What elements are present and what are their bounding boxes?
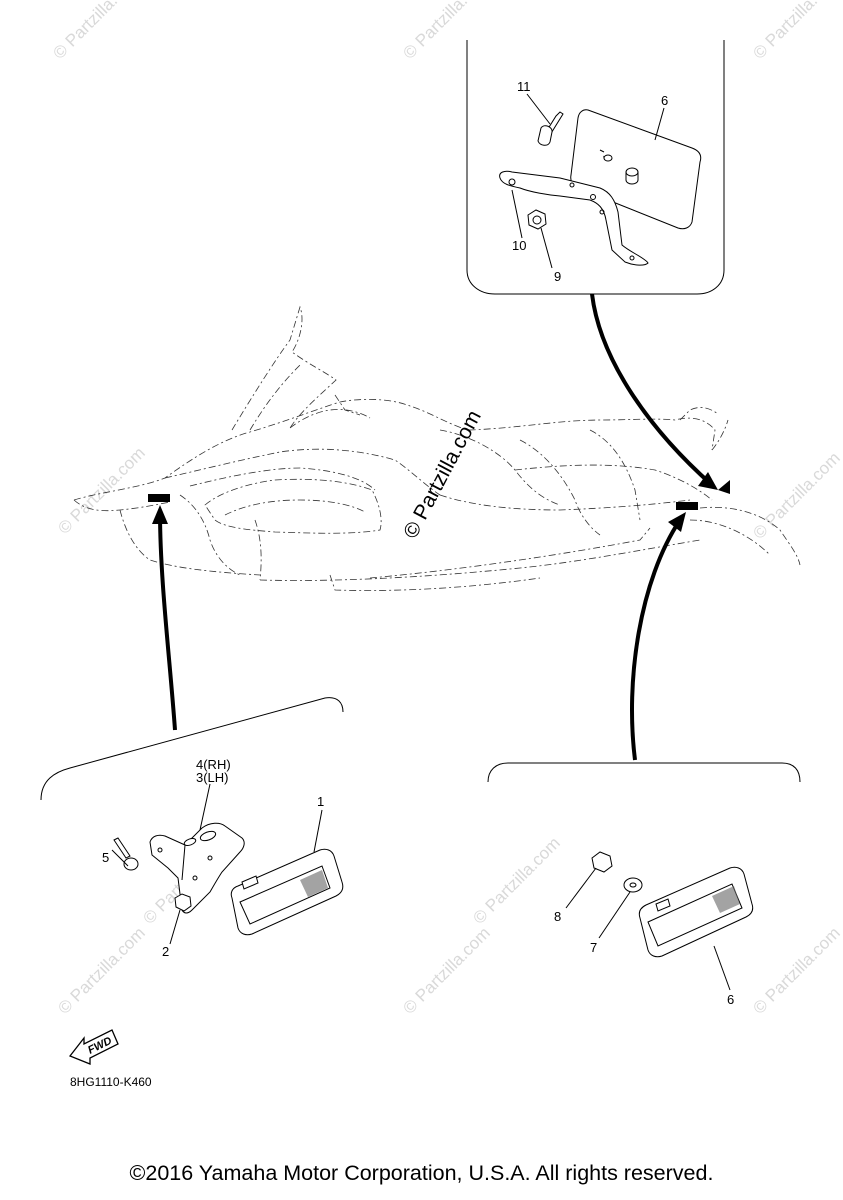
- callout-4-rh: 4(RH): [196, 757, 231, 772]
- callout-7: 7: [590, 940, 597, 955]
- rear-reflector-location-marker: [676, 502, 698, 510]
- center-watermark: © Partzilla.com: [399, 407, 486, 543]
- fwd-indicator: FWD: [68, 1029, 119, 1065]
- left-detail-parts: [113, 822, 344, 936]
- callout-labels: 11 6 10 9 4(RH) 3(LH) 1 5 2 8 7 6: [102, 79, 734, 1007]
- callout-6-top: 6: [661, 93, 668, 108]
- right-detail-frame: [487, 762, 801, 783]
- callout-10: 10: [512, 238, 526, 253]
- rear-bracket-location-marker: [718, 480, 730, 494]
- front-reflector-location-marker: [148, 494, 170, 502]
- top-detail-frame: [466, 40, 725, 295]
- callout-3-lh: 3(LH): [196, 770, 229, 785]
- diagram-code: 8HG1110-K460: [70, 1075, 152, 1089]
- callout-2: 2: [162, 944, 169, 959]
- watermark: © Partzilla.com: [49, 0, 143, 63]
- callout-8: 8: [554, 909, 561, 924]
- leader-arrows: [152, 293, 718, 761]
- callout-11: 11: [517, 79, 531, 94]
- watermark: © Partzilla.com: [749, 448, 843, 542]
- watermark: © Partzilla.com: [399, 0, 493, 63]
- watermark: © Partzilla.com: [399, 923, 493, 1017]
- copyright-notice: ©2016 Yamaha Motor Corporation, U.S.A. A…: [129, 1161, 714, 1185]
- watermark: © Partzilla.com: [469, 833, 563, 927]
- watermark: © Partzilla.com: [749, 923, 843, 1017]
- snowmobile-outline: [73, 305, 801, 591]
- watermark: © Partzilla.com: [54, 923, 148, 1017]
- watermark: © Partzilla.com: [749, 0, 843, 63]
- right-detail-parts: [591, 851, 754, 958]
- top-detail-parts: [499, 109, 702, 266]
- callout-6-right: 6: [727, 992, 734, 1007]
- watermark: © Partzilla.com: [54, 443, 148, 537]
- callout-leader-lines: [111, 93, 731, 991]
- left-detail-frame: [40, 697, 344, 801]
- callout-1: 1: [317, 794, 324, 809]
- callout-9: 9: [554, 269, 561, 284]
- callout-5: 5: [102, 850, 109, 865]
